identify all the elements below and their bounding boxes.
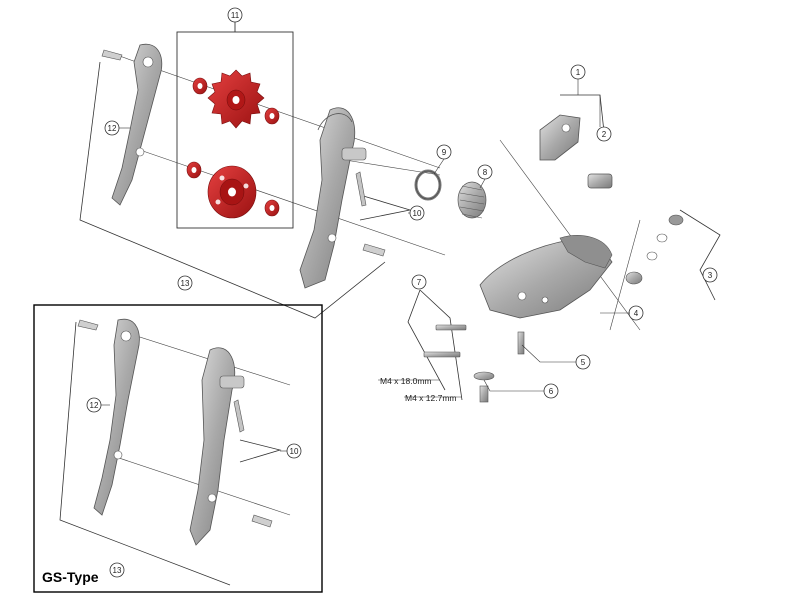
callout-7: 7: [411, 274, 427, 290]
mount-bracket[interactable]: [539, 114, 581, 161]
upper-pulley[interactable]: [192, 69, 280, 129]
gs-type-title: GS-Type: [42, 569, 99, 585]
callout-10-top: 10: [409, 205, 425, 221]
callout-10-inset: 10: [286, 443, 302, 459]
adjust-hardware[interactable]: [625, 214, 684, 285]
group-brackets: [79, 61, 721, 401]
svg-text:13: 13: [113, 566, 122, 575]
callout-9: 9: [436, 144, 452, 160]
gs-outer-cage-plate[interactable]: [189, 347, 273, 546]
inner-cage-plate[interactable]: [101, 43, 163, 206]
bracket-3: [679, 209, 721, 301]
gs-bracket-10: [239, 439, 282, 463]
bolt-hardware[interactable]: [423, 324, 525, 403]
mount-axle[interactable]: [587, 173, 613, 189]
svg-text:3: 3: [708, 271, 713, 280]
callout-2: 2: [596, 126, 612, 142]
svg-text:12: 12: [108, 124, 117, 133]
callout-12-top: 12: [104, 120, 120, 136]
svg-text:5: 5: [581, 358, 586, 367]
svg-text:6: 6: [549, 387, 554, 396]
svg-text:10: 10: [290, 447, 299, 456]
callout-5: 5: [575, 354, 591, 370]
callout-6: 6: [543, 383, 559, 399]
callout-12-inset: 12: [86, 397, 102, 413]
spec-bolt-long: M4 x 18.0mm: [380, 376, 432, 386]
bracket-7b: [419, 289, 463, 401]
callout-3: 3: [702, 267, 718, 283]
lower-pulley[interactable]: [186, 161, 280, 219]
bracket-10: [359, 194, 411, 221]
callout-8: 8: [477, 164, 493, 180]
gs-inner-cage-plate[interactable]: [77, 318, 140, 516]
callout-4: 4: [628, 305, 644, 321]
bracket-7: [407, 289, 446, 391]
svg-text:10: 10: [413, 209, 422, 218]
bracket-13-top: [79, 61, 386, 319]
svg-text:1: 1: [576, 68, 581, 77]
derailleur-body[interactable]: [479, 235, 613, 319]
svg-text:12: 12: [90, 401, 99, 410]
callout-13-inset: 13: [109, 562, 125, 578]
outer-cage-plate[interactable]: [299, 107, 386, 289]
spec-bolt-short: M4 x 12.7mm: [405, 393, 457, 403]
svg-text:2: 2: [602, 130, 607, 139]
callout-13-top: 13: [177, 275, 193, 291]
callout-1: 1: [570, 64, 586, 80]
svg-text:13: 13: [181, 279, 190, 288]
svg-text:11: 11: [231, 11, 240, 20]
svg-text:9: 9: [442, 148, 447, 157]
callout-leaders: [234, 22, 630, 452]
gs-type-inset: [33, 304, 323, 593]
gs-bracket-13: [59, 321, 231, 586]
svg-text:8: 8: [483, 168, 488, 177]
svg-text:7: 7: [417, 278, 422, 287]
svg-text:4: 4: [634, 309, 639, 318]
snap-ring[interactable]: [414, 169, 442, 201]
tension-spring[interactable]: [457, 181, 487, 219]
callout-11: 11: [227, 7, 243, 23]
